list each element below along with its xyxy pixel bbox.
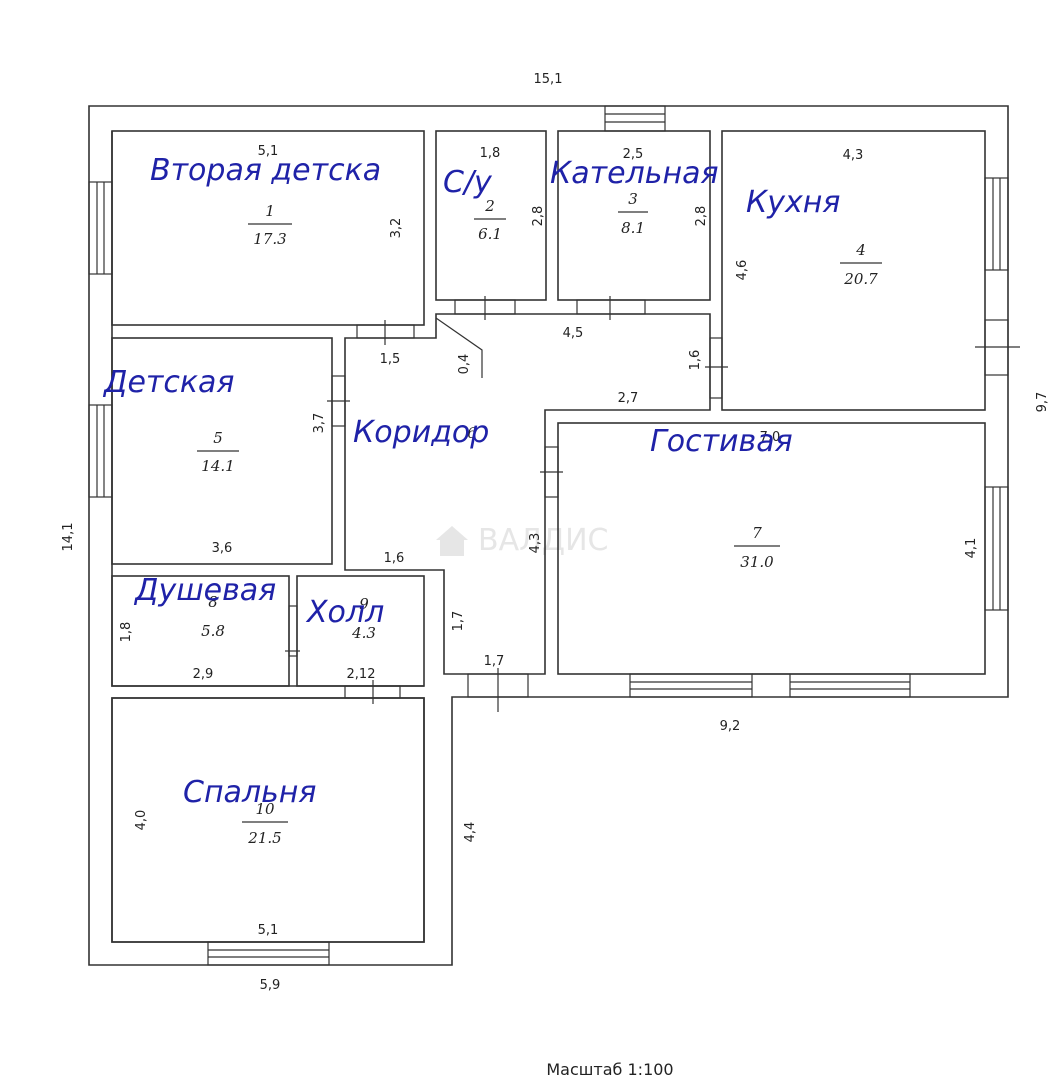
dim-r8-height: 1,8 <box>119 622 134 643</box>
room-7-number: 7 <box>752 524 762 542</box>
dim-r9-width: 2,12 <box>347 667 376 682</box>
window-top <box>604 105 666 132</box>
room-3-name: Кательная <box>550 156 719 191</box>
watermark: ВАЛДИС <box>436 523 609 558</box>
windows <box>88 105 1009 966</box>
dim-r1-width: 5,1 <box>258 144 279 159</box>
dim-r6-top-width: 4,5 <box>563 326 584 341</box>
window-bottom-1 <box>629 673 753 698</box>
room-2-number: 2 <box>484 197 495 215</box>
window-bottom-3 <box>207 941 330 966</box>
dim-r2-width: 1,8 <box>480 146 501 161</box>
room-3-area: 8.1 <box>621 219 645 237</box>
room-3-number: 3 <box>628 190 638 208</box>
bottom-left-height: 4,4 <box>463 822 478 843</box>
room-4-name: Кухня <box>746 185 840 220</box>
room-6-outline <box>344 313 711 675</box>
room-10-area: 21.5 <box>247 829 281 847</box>
overall-width: 15,1 <box>534 72 563 87</box>
room-7-name: Гостивая <box>650 424 793 459</box>
window-left-1 <box>88 181 113 275</box>
dim-r3-height: 2,8 <box>694 206 709 227</box>
room-10-name: Спальня <box>183 775 316 810</box>
room-6-name: Коридор <box>353 415 489 450</box>
room-5-number: 5 <box>213 429 223 447</box>
room-1-area: 17.3 <box>253 230 286 248</box>
dim-r4-width: 4,3 <box>843 148 864 163</box>
dim-r10-width: 5,1 <box>258 923 279 938</box>
room-7-outline <box>557 422 986 675</box>
bottom-right-width: 9,2 <box>720 719 741 734</box>
room-9-name: Холл <box>305 595 384 630</box>
dim-r6-mid-width: 2,7 <box>618 391 639 406</box>
room-7-area: 31.0 <box>740 553 774 571</box>
window-right-1 <box>984 177 1009 271</box>
dim-r8-width: 2,9 <box>193 667 214 682</box>
dim-r6-bevel: 0,4 <box>457 354 472 375</box>
window-left-2 <box>88 404 113 498</box>
dim-r7-width: 7,0 <box>760 430 781 445</box>
dim-r6-bottom-width: 1,6 <box>384 551 405 566</box>
dim-r6-exit-width: 1,7 <box>484 654 505 669</box>
room-8-area: 5.8 <box>201 622 225 640</box>
room-5-area: 14.1 <box>201 457 234 475</box>
room-10-number: 10 <box>255 800 275 818</box>
dim-r6-lower-height: 1,7 <box>451 611 466 632</box>
room-dimensions: 5,1 3,2 1,8 2,8 2,5 2,8 4,3 4,6 3,7 3,6 … <box>119 144 979 938</box>
doors <box>285 296 1020 712</box>
dim-r6-door: 1,5 <box>380 352 401 367</box>
room-2-name: С/у <box>443 165 493 200</box>
room-2-area: 6.1 <box>478 225 502 243</box>
room-areas: 1 17.3 2 6.1 3 8.1 4 20.7 5 14.1 6 7 31.… <box>197 190 882 847</box>
watermark-text: ВАЛДИС <box>478 523 609 558</box>
room-names: Вторая детска С/у Кательная Кухня Детска… <box>102 153 840 810</box>
room-8-number: 8 <box>208 593 218 611</box>
dim-r2-height: 2,8 <box>531 206 546 227</box>
room-9-number: 9 <box>359 595 369 613</box>
dim-r3-width: 2,5 <box>623 147 644 162</box>
overall-height: 14,1 <box>61 523 76 552</box>
room-10-outline <box>111 697 425 943</box>
right-height: 9,7 <box>1035 392 1050 413</box>
scale-label: Масштаб 1:100 <box>546 1060 673 1079</box>
room-4-number: 4 <box>855 241 866 259</box>
room-1-name: Вторая детска <box>150 153 381 188</box>
window-bottom-2 <box>789 673 911 698</box>
room-5-name: Детская <box>102 365 234 400</box>
dim-r6-right: 1,6 <box>688 350 703 371</box>
dim-r5-width: 3,6 <box>212 541 233 556</box>
window-right-2 <box>984 486 1009 611</box>
bottom-left-width: 5,9 <box>260 978 281 993</box>
dim-r4-height: 4,6 <box>735 260 750 281</box>
dim-r7-height: 4,1 <box>964 538 979 559</box>
room-9-area: 4.3 <box>351 624 376 642</box>
dim-r10-height: 4,0 <box>134 810 149 831</box>
room-4-area: 20.7 <box>843 270 878 288</box>
room-6-number: 6 <box>467 424 477 442</box>
dim-r5-height: 3,7 <box>312 413 327 434</box>
dim-r1-height: 3,2 <box>389 218 404 239</box>
room-1-number: 1 <box>265 202 275 220</box>
dim-r6-height: 4,3 <box>528 533 543 554</box>
room-8-name: Душевая <box>133 573 276 608</box>
overall-dimensions: 15,1 14,1 9,7 9,2 5,9 4,4 <box>61 72 1050 993</box>
